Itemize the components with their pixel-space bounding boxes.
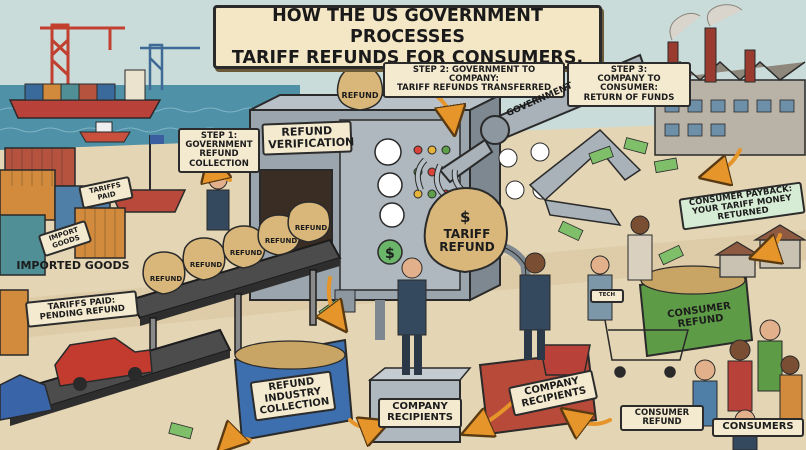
step2-label: STEP 2: GOVERNMENT TO COMPANY: TARIFF RE… xyxy=(383,62,565,98)
company-rep xyxy=(519,252,551,360)
svg-text:$: $ xyxy=(460,208,470,226)
consumers-crowd xyxy=(692,319,803,450)
official-on-podium xyxy=(397,257,427,375)
shopper xyxy=(587,255,613,321)
tug-boat xyxy=(79,121,131,143)
car-red xyxy=(54,337,153,391)
conveyor-bag-label-1: REFUND xyxy=(149,275,183,283)
factory xyxy=(654,4,806,156)
conveyor-bag-label-2: REFUND xyxy=(189,261,223,269)
conveyor-bag-label-5: REFUND xyxy=(294,224,328,232)
port-crane-left xyxy=(40,23,125,90)
page-title: HOW THE US GOVERNMENT PROCESSES TARIFF R… xyxy=(231,5,584,68)
conveyor-bag-label-4: REFUND xyxy=(264,237,298,245)
consumer-refund-bin xyxy=(638,265,754,358)
refund-bag-top-label: REFUND xyxy=(341,91,379,100)
consumers-sign: CONSUMERS xyxy=(712,418,804,437)
cargo-ship xyxy=(8,69,162,119)
company-recipients-label-1: COMPANY RECIPIENTS xyxy=(378,398,462,428)
worker-right xyxy=(627,215,653,281)
tariff-refund-bag xyxy=(423,186,508,274)
title-banner: HOW THE US GOVERNMENT PROCESSES TARIFF R… xyxy=(213,5,602,69)
refund-verification-sign: REFUND VERIFICATION xyxy=(261,120,354,156)
step1-label: STEP 1: GOVERNMENT REFUND COLLECTION xyxy=(178,128,260,173)
conveyor-money-bags xyxy=(142,201,331,295)
tariff-refund-bag-label: TARIFF REFUND xyxy=(439,227,495,254)
conveyor-bag-label-3: REFUND xyxy=(229,249,263,257)
svg-text:$: $ xyxy=(385,246,395,262)
refund-bag-top xyxy=(336,65,384,111)
step3-label: STEP 3: COMPANY TO CONSUMER: RETURN OF F… xyxy=(567,62,691,107)
port-crane-right xyxy=(140,43,200,90)
imported-goods-label: IMPORTED GOODS xyxy=(16,259,130,272)
consumer-refund-arrow-label: CONSUMER REFUND xyxy=(620,405,704,432)
cart-tag: TECH xyxy=(590,289,624,303)
car-blue xyxy=(0,374,53,421)
